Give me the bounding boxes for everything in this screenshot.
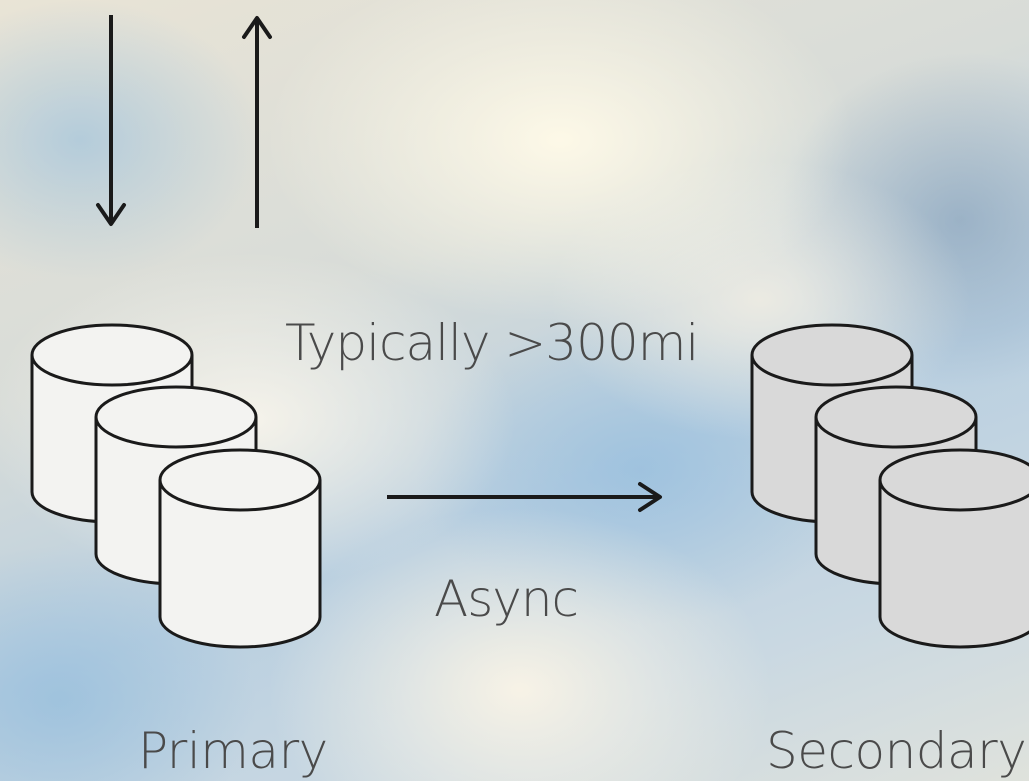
- secondary-database-group: [750, 323, 1029, 649]
- database-cylinder-icon: [878, 448, 1029, 649]
- distance-label: Typically >300mi: [285, 314, 699, 372]
- arrow-down-icon: [96, 15, 126, 226]
- secondary-label: Secondary: [766, 722, 1027, 780]
- arrow-right-icon: [387, 482, 662, 512]
- arrow-up-icon: [242, 16, 272, 228]
- database-cylinder-icon: [158, 448, 322, 649]
- async-label: Async: [434, 570, 579, 628]
- primary-label: Primary: [138, 722, 328, 780]
- primary-database-group: [30, 323, 322, 649]
